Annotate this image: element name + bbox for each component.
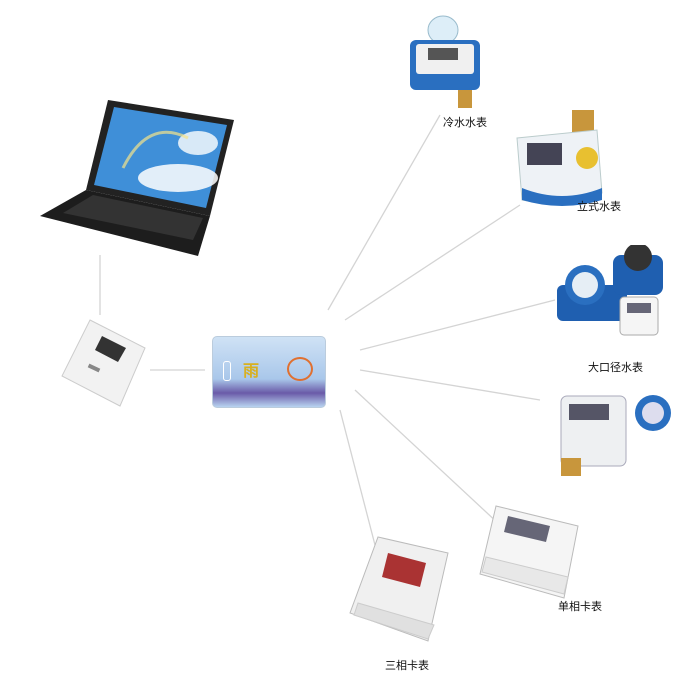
label-three-phase-card-meter: 三相卡表 xyxy=(385,659,429,672)
ic-card: 雨 xyxy=(212,336,326,408)
three-phase-card-meter-icon xyxy=(349,536,449,642)
card-emblem-icon xyxy=(287,357,313,381)
line-card-vertical-meter xyxy=(344,204,521,321)
vertical-water-meter-icon xyxy=(516,110,603,206)
label-large-bore-water-meter: 大口径水表 xyxy=(588,361,643,374)
prepaid-water-meter-icon xyxy=(560,395,671,476)
label-vertical-water-meter: 立式水表 xyxy=(577,200,621,213)
card-reader-icon xyxy=(61,319,146,407)
label-single-phase-card-meter: 单相卡表 xyxy=(558,600,602,613)
cold-water-meter-icon xyxy=(410,15,480,108)
card-logo-text: 雨 xyxy=(243,361,260,380)
line-card-single-phase xyxy=(354,389,501,526)
line-card-cold-meter xyxy=(327,114,441,311)
line-card-three-phase xyxy=(339,409,376,546)
line-card-large-meter xyxy=(359,299,556,351)
label-cold-water-meter: 冷水水表 xyxy=(443,116,487,129)
large-bore-water-meter-icon xyxy=(557,245,663,336)
line-card-multijet-meter xyxy=(359,369,541,401)
laptop-icon xyxy=(40,100,234,256)
card-slot xyxy=(223,361,231,381)
single-phase-card-meter-icon xyxy=(479,505,579,599)
